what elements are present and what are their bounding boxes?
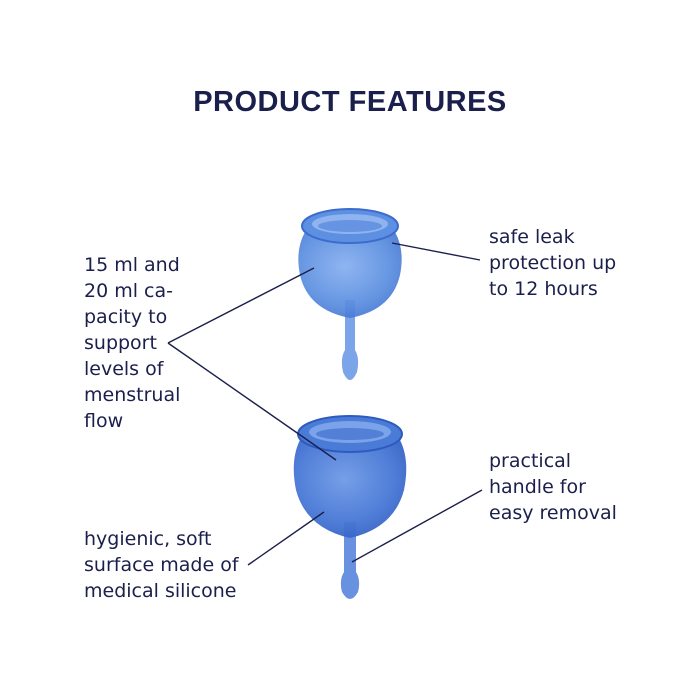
feature-handle-label: practical handle for easy removal [489, 450, 617, 524]
page-title: PRODUCT FEATURES [193, 86, 507, 118]
menstrual-cup-top [298, 208, 402, 380]
leader-capacity-bottom [167, 342, 337, 461]
leader-handle [351, 489, 483, 563]
leader-surface [247, 511, 325, 566]
leader-capacity-top [167, 267, 315, 344]
cup-bottom-stem [340, 522, 360, 599]
cup-bottom-body [293, 440, 407, 538]
leader-lines [167, 242, 483, 566]
cup-top-stem [341, 300, 359, 380]
feature-leak-protection-label: safe leak protection up to 12 hours [489, 226, 617, 300]
cup-top-body [298, 232, 402, 318]
leader-leak [391, 242, 481, 261]
feature-capacity-label: 15 ml and 20 ml ca- pacity to support le… [84, 254, 181, 432]
menstrual-cup-bottom [293, 415, 407, 599]
feature-surface-label: hygienic, soft surface made of medical s… [84, 528, 239, 602]
